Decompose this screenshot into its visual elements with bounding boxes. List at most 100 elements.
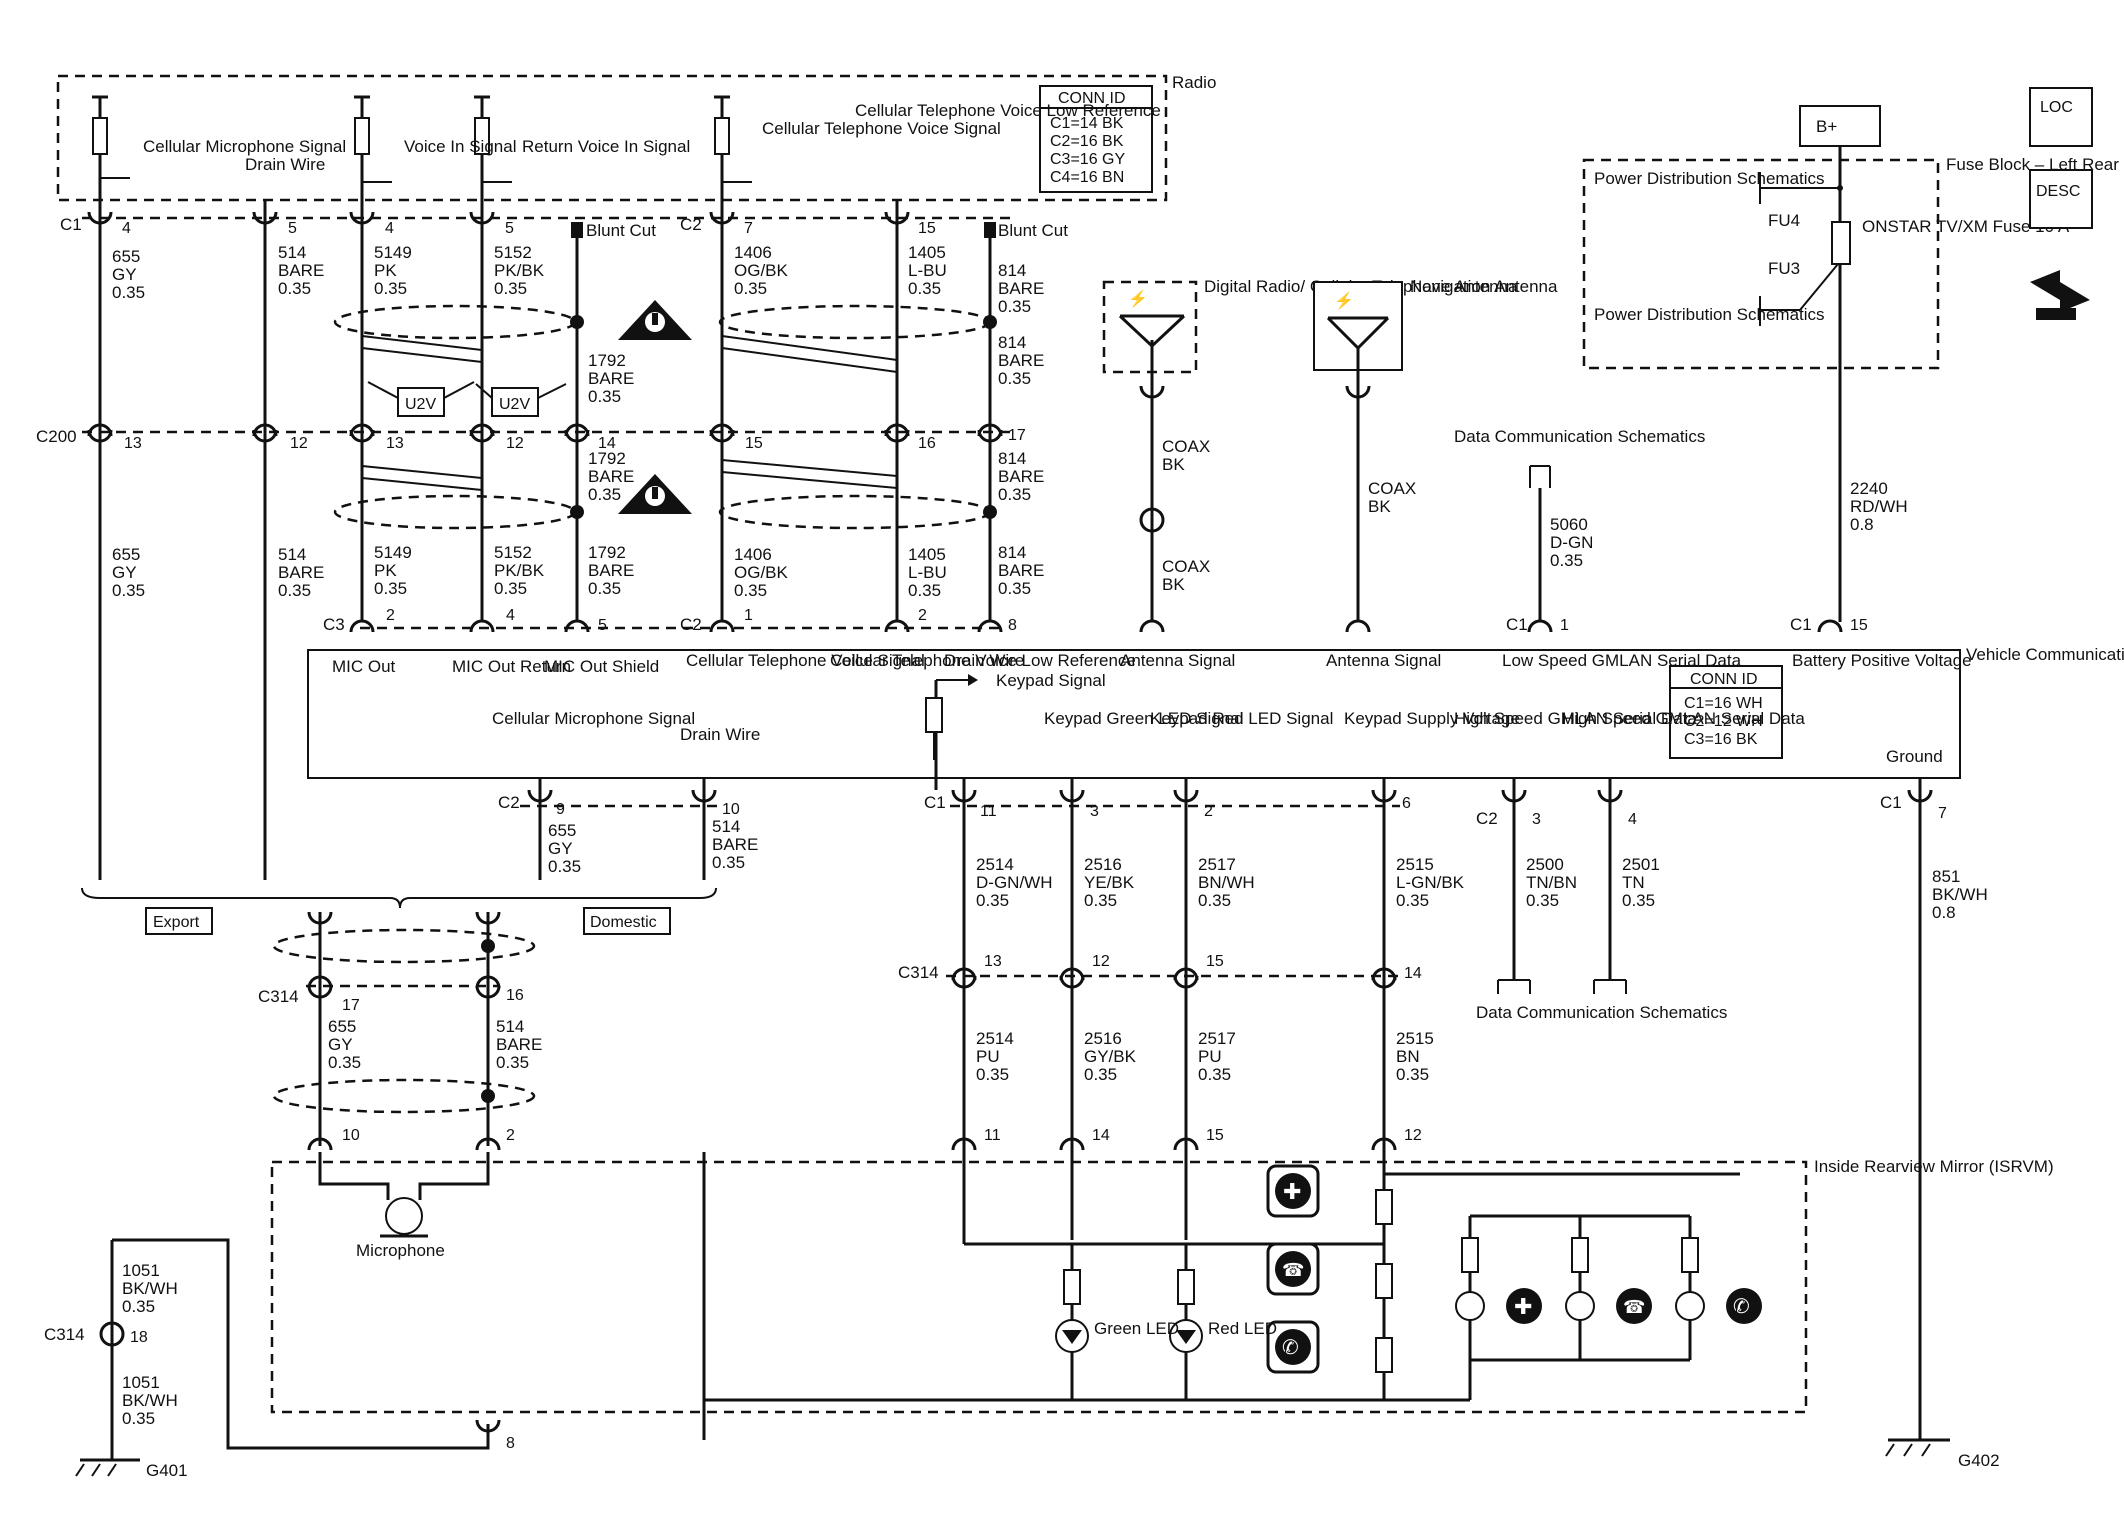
svg-text:655: 655 <box>548 821 576 840</box>
bplus-label: B+ <box>1816 117 1837 136</box>
svg-text:814: 814 <box>998 543 1026 562</box>
svg-text:2517: 2517 <box>1198 855 1236 874</box>
svg-text:BN/WH: BN/WH <box>1198 873 1255 892</box>
svg-text:✚: ✚ <box>1514 1294 1532 1319</box>
svg-text:15: 15 <box>745 435 763 452</box>
svg-text:5060: 5060 <box>1550 515 1588 534</box>
red-led-label: Red LED <box>1208 1319 1277 1338</box>
svg-text:0.35: 0.35 <box>328 1053 361 1072</box>
svg-text:0.35: 0.35 <box>1084 891 1117 910</box>
svg-text:0.35: 0.35 <box>374 579 407 598</box>
svg-text:2516: 2516 <box>1084 855 1122 874</box>
c1-label: C1 <box>60 215 82 234</box>
svg-text:12: 12 <box>506 435 524 452</box>
c314-data-pins <box>951 967 1397 989</box>
vcim-top-pins <box>349 300 1843 634</box>
svg-text:0.35: 0.35 <box>1622 891 1655 910</box>
svg-text:✚: ✚ <box>1283 1179 1301 1204</box>
blunt-cut-1: Blunt Cut <box>586 221 656 240</box>
svg-text:OG/BK: OG/BK <box>734 261 789 280</box>
svg-text:0.35: 0.35 <box>1396 891 1429 910</box>
svg-text:1406: 1406 <box>734 545 772 564</box>
svg-text:1792: 1792 <box>588 351 626 370</box>
svg-text:4: 4 <box>385 220 394 237</box>
svg-text:Cellular Telephone Voice Signa: Cellular Telephone Voice Signal <box>686 651 925 670</box>
svg-text:GY/BK: GY/BK <box>1084 1047 1137 1066</box>
svg-text:1406: 1406 <box>734 243 772 262</box>
mirror-boundary <box>270 1160 1808 1414</box>
indicator-cross-icon: ✚ <box>1506 1288 1542 1324</box>
svg-text:0.35: 0.35 <box>496 1053 529 1072</box>
svg-text:1: 1 <box>744 607 753 624</box>
svg-text:7: 7 <box>744 220 753 237</box>
svg-text:0.35: 0.35 <box>998 297 1031 316</box>
data-comm-top-label: Data Communication Schematics <box>1454 427 1705 446</box>
svg-text:3: 3 <box>1090 803 1099 820</box>
desc-icon[interactable]: DESC <box>2029 169 2093 229</box>
data-comm-top-bracket <box>1529 465 1551 622</box>
g401-label: G401 <box>146 1461 188 1480</box>
svg-text:12: 12 <box>1092 953 1110 970</box>
svg-text:C314: C314 <box>898 963 939 982</box>
connector-view-icon[interactable] <box>2030 270 2090 320</box>
svg-text:9: 9 <box>556 801 565 818</box>
svg-text:Keypad Green LED Signal: Keypad Green LED Signal <box>1044 709 1243 728</box>
svg-text:Keypad Supply Voltage: Keypad Supply Voltage <box>1344 709 1520 728</box>
svg-text:2516: 2516 <box>1084 1029 1122 1048</box>
svg-text:BK/WH: BK/WH <box>122 1279 178 1298</box>
svg-text:C1: C1 <box>1880 793 1902 812</box>
svg-text:C1=16 WH: C1=16 WH <box>1684 695 1763 712</box>
svg-text:BARE: BARE <box>278 261 324 280</box>
svg-text:PK/BK: PK/BK <box>494 261 545 280</box>
g402-label: G402 <box>1958 1451 2000 1470</box>
fuse-block <box>1582 105 1940 622</box>
svg-text:BARE: BARE <box>998 561 1044 580</box>
onstar-button-icon[interactable]: ✚ <box>1275 1173 1311 1209</box>
svg-text:814: 814 <box>998 333 1026 352</box>
svg-text:2: 2 <box>386 607 395 624</box>
phone-button-icon[interactable]: ✆ <box>1275 1329 1311 1365</box>
svg-text:16: 16 <box>506 987 524 1004</box>
vcim-label: Vehicle Communication Interface Module (… <box>1966 645 2124 664</box>
svg-text:FU4: FU4 <box>1768 211 1800 230</box>
svg-text:PK/BK: PK/BK <box>494 561 545 580</box>
microphone-label: Microphone <box>356 1241 445 1260</box>
svg-text:0.35: 0.35 <box>908 581 941 600</box>
svg-text:2: 2 <box>1204 803 1213 820</box>
svg-text:Battery Positive Voltage: Battery Positive Voltage <box>1792 651 1972 670</box>
vcim-conn-id-box: CONN ID C1=16 WH C2=12 WH C3=16 BK <box>1669 665 1783 759</box>
svg-text:514: 514 <box>278 545 306 564</box>
radio-internals <box>92 95 752 210</box>
antenna-signal-icon: ⚡ <box>1128 289 1148 308</box>
domestic-tag: Domestic <box>583 907 671 935</box>
radio-sig-return: Return Voice In Signal <box>522 137 690 156</box>
onstar-call-button-icon[interactable]: ☎ <box>1275 1251 1311 1287</box>
svg-text:BARE: BARE <box>588 561 634 580</box>
svg-text:851: 851 <box>1932 867 1960 886</box>
ground-wires <box>75 1238 1950 1477</box>
svg-text:Antenna Signal: Antenna Signal <box>1120 651 1235 670</box>
svg-text:2500: 2500 <box>1526 855 1564 874</box>
svg-text:814: 814 <box>998 261 1026 280</box>
svg-text:0.35: 0.35 <box>712 853 745 872</box>
svg-text:C2: C2 <box>498 793 520 812</box>
svg-text:14: 14 <box>1404 965 1422 982</box>
svg-text:0.35: 0.35 <box>494 279 527 298</box>
svg-text:BARE: BARE <box>588 369 634 388</box>
svg-text:10: 10 <box>722 801 740 818</box>
mirror-pins <box>951 1137 1397 1152</box>
svg-text:C1: C1 <box>1790 615 1812 634</box>
microphone-icon <box>318 1152 490 1238</box>
loc-icon[interactable]: LOC <box>2029 87 2093 147</box>
svg-text:0.35: 0.35 <box>122 1409 155 1428</box>
svg-text:0.35: 0.35 <box>998 579 1031 598</box>
twisted-shield-upper <box>333 304 997 374</box>
svg-text:18: 18 <box>130 1329 148 1346</box>
svg-text:BARE: BARE <box>998 279 1044 298</box>
svg-text:655: 655 <box>112 247 140 266</box>
svg-text:1792: 1792 <box>588 543 626 562</box>
svg-text:13: 13 <box>124 435 142 452</box>
svg-text:PU: PU <box>976 1047 1000 1066</box>
svg-text:0.35: 0.35 <box>976 891 1009 910</box>
